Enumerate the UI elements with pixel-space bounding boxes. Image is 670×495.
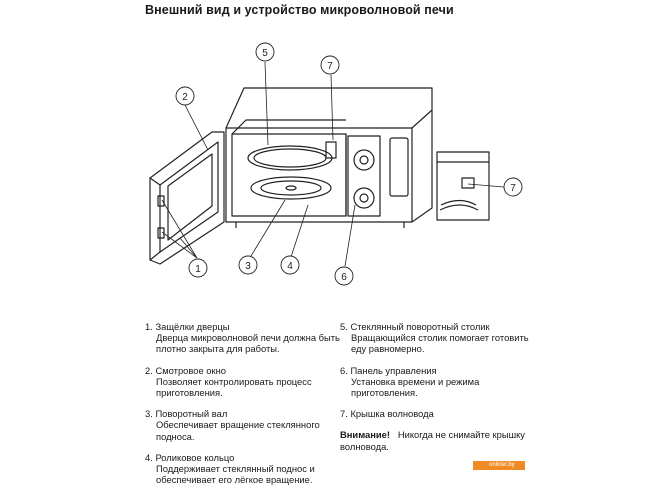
callout-label: 1 [195,264,201,275]
microwave-diagram: 2 5 7 7 1 3 4 6 [149,42,523,286]
watermark-badge: onliner.by [473,461,525,470]
callout-5 [255,42,275,62]
roller-ring [250,176,332,200]
door [149,131,225,265]
callout-label: 5 [262,48,268,59]
timer-knob [353,149,375,171]
list-item: 1. Защёлки дверцы Дверца микроволновой п… [145,321,340,355]
parts-list-right: 5. Стеклянный поворотный столик Вращающи… [340,321,535,452]
list-item: 6. Панель управления Установка времени и… [340,364,480,399]
callout-7 [320,55,340,75]
power-knob [353,187,375,209]
callout-1 [188,258,208,278]
callout-3 [238,255,258,275]
waveguide-cover [325,141,337,159]
list-item: 3. Поворотный вал Обеспечивает вращение … [145,408,320,442]
list-item: 7. Крышка волновода [340,408,434,420]
list-item: 2. Смотровое окно Позволяет контролирова… [145,364,312,399]
callout-label: 7 [510,183,516,194]
callout-6 [334,266,354,286]
callout-label: 7 [327,61,333,72]
callout-label: 6 [341,272,347,283]
parts-list-left: 1. Защёлки дверцы Дверца микроволновой п… [145,321,340,495]
microwave-body [225,87,433,223]
callout-label: 2 [182,92,188,103]
callout-4 [280,255,300,275]
viewing-window [167,153,213,241]
control-panel [347,135,381,217]
callout-label: 3 [245,261,251,272]
callout-7-inset [503,177,523,197]
warning-note: Внимание! Никогда не снимайте крышку вол… [340,429,525,452]
list-item: 4. Роликовое кольцо Поддерживает стеклян… [145,451,315,486]
page-title: Внешний вид и устройство микроволновой п… [145,3,454,17]
callout-label: 4 [287,261,293,272]
callout-2 [175,86,195,106]
list-item: 5. Стеклянный поворотный столик Вращающи… [340,321,529,355]
